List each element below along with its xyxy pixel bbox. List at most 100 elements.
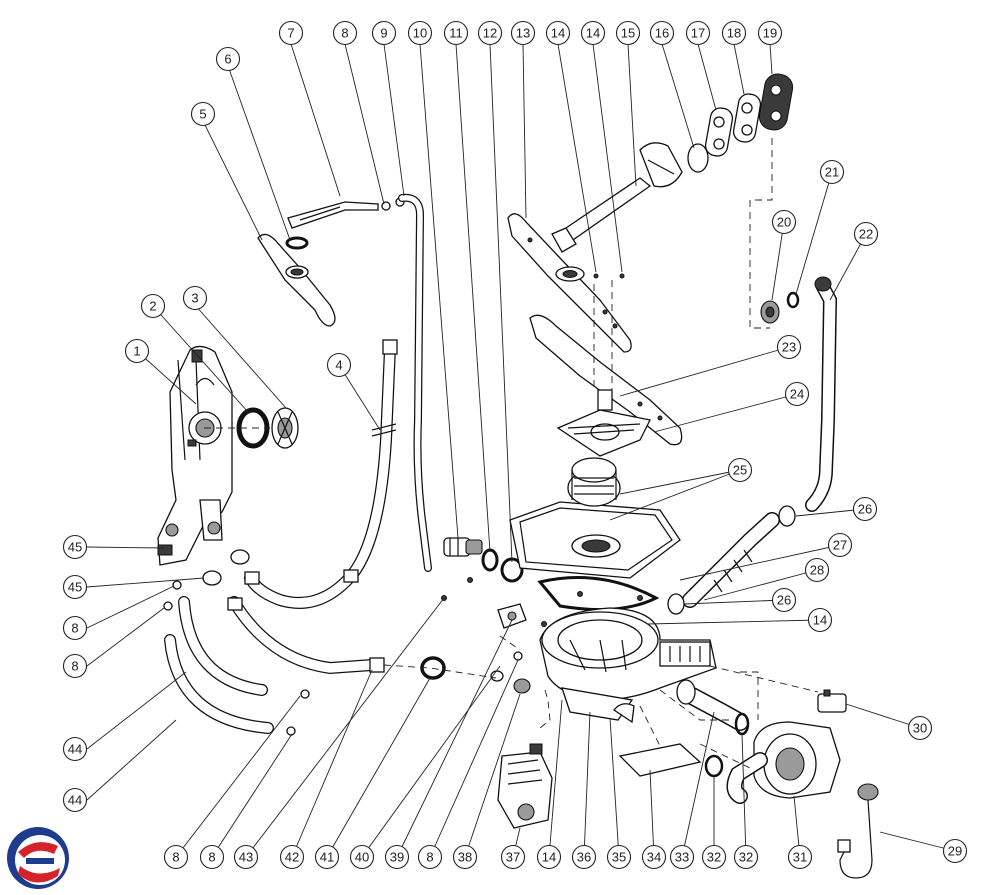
callout-19-label: 19 [763,26,777,41]
part-40-fitting [490,670,504,682]
callout-26-upper-label: 26 [858,502,872,517]
callout-45-b-label: 45 [68,580,82,595]
part-19-gasket [758,73,794,131]
callout-14-top-a: 14 [545,20,571,46]
part-18-gasket [732,93,762,143]
part-5-spray-arm [257,233,336,327]
part-17-gasket [704,107,734,157]
callout-19: 19 [757,20,783,46]
callout-39-label: 39 [390,850,404,865]
callout-36-label: 36 [577,850,591,865]
callout-41: 41 [314,844,340,870]
callout-1-label: 1 [133,344,140,359]
callout-40-label: 40 [355,850,369,865]
callout-29-label: 29 [948,844,962,859]
callout-45-b: 45 [62,574,88,600]
part-8-clamps-left [163,580,523,736]
callout-4: 4 [326,352,352,378]
brand-logo [7,827,69,889]
callout-18-label: 18 [727,26,741,41]
callout-7-label: 7 [287,26,294,41]
callout-5: 5 [190,101,216,127]
part-6-washer [285,236,309,250]
callout-25-label: 25 [733,463,747,478]
callout-6: 6 [215,46,241,72]
callout-32-b-label: 32 [739,850,753,865]
callout-42: 42 [279,844,305,870]
callout-31-label: 31 [793,850,807,865]
part-4-hose [244,339,398,609]
part-44-hoses [164,596,274,734]
callout-8-left-a-label: 8 [71,621,78,636]
part-21-oring [786,291,800,309]
callout-38-label: 38 [458,850,472,865]
part-22-pipe [805,276,838,512]
part-1-housing [157,345,233,566]
part-28-bellows [682,512,780,608]
callout-18: 18 [721,20,747,46]
part-13-spray-arm [507,213,632,353]
callout-14-bottom-label: 14 [542,850,556,865]
callout-25: 25 [727,457,753,483]
callout-14-bottom: 14 [536,844,562,870]
part-35-sump [539,607,717,724]
part-9-tube [398,193,432,572]
callout-15: 15 [615,20,641,46]
callout-26-lower-label: 26 [777,593,791,608]
callout-12: 12 [477,20,503,46]
callout-24-label: 24 [790,387,804,402]
callout-2: 2 [140,293,166,319]
callouts: 1 2 3 4 5 6 7 8 9 10 11 12 13 14 14 15 1… [62,20,968,870]
callout-8-bottom-a-label: 8 [172,850,179,865]
callout-38: 38 [452,844,478,870]
callout-8-bottom-b: 8 [199,844,225,870]
callout-44-b: 44 [62,787,88,813]
callout-29: 29 [942,838,968,864]
part-16-disc [687,143,709,173]
part-11-fitting [443,537,483,557]
callout-32-a: 32 [701,844,727,870]
callout-8-bottom-b-label: 8 [208,850,215,865]
callout-8-bottom-a: 8 [163,844,189,870]
callout-3: 3 [182,285,208,311]
part-34-plate [618,743,702,777]
callout-20-label: 20 [777,215,791,230]
part-15-arm-mount [551,142,683,253]
part-25-filter-assembly [509,457,681,579]
part-23-spray-arm [529,314,683,446]
callout-37: 37 [500,844,526,870]
callout-32-a-label: 32 [707,850,721,865]
callout-2-label: 2 [149,299,156,314]
callout-8-left-b-label: 8 [71,659,78,674]
part-38-fitting [513,678,531,694]
screws [441,273,643,627]
callout-4-label: 4 [335,358,342,373]
callout-27-label: 27 [833,538,847,553]
callout-30: 30 [907,715,933,741]
callout-8-left-a: 8 [62,615,88,641]
callout-23: 23 [776,334,802,360]
part-30-connector [817,689,847,713]
part-33-pipe [676,679,749,731]
callout-34: 34 [641,844,667,870]
callout-35: 35 [606,844,632,870]
part-39-valve [497,603,527,629]
callout-15-label: 15 [621,26,635,41]
callout-1: 1 [124,338,150,364]
part-42-hose [227,596,385,675]
callout-32-b: 32 [733,844,759,870]
callout-24: 24 [784,381,810,407]
callout-10: 10 [407,20,433,46]
callout-13: 13 [510,20,536,46]
callout-36: 36 [571,844,597,870]
callout-26-upper: 26 [852,496,878,522]
callout-9: 9 [371,20,397,46]
callout-41-label: 41 [320,850,334,865]
callout-42-label: 42 [285,850,299,865]
callout-12-label: 12 [483,26,497,41]
part-24-filter [556,389,651,457]
part-45-grommets [202,549,250,586]
callout-14-right-label: 14 [813,613,827,628]
part-37-motor [497,743,553,829]
callout-8-bottom-c-label: 8 [426,850,433,865]
